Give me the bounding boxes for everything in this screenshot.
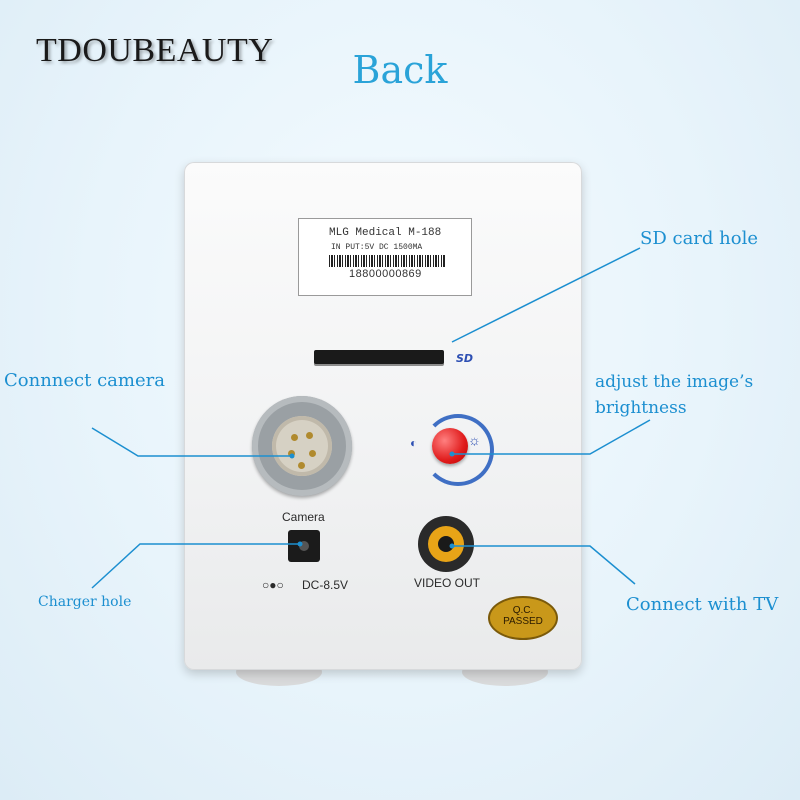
sticker-model: MLG Medical M-188 [329,227,442,239]
sd-logo: SD [456,352,474,365]
callout-dot-brightness [449,451,455,457]
callout-dot-tv [449,543,455,549]
dc-label: DC-8.5V [302,578,349,592]
connector-pin [306,432,313,439]
video-out-port-center [438,536,454,552]
moon-icon: ◐ [410,436,418,450]
callout-line-sd [451,247,641,343]
dc-polarity-icon: ○●○ [262,578,284,592]
label-brightness-line2: brightness [595,398,687,418]
callout-line-camera [91,427,292,457]
sun-icon: ☼ [468,432,481,448]
dc-power-jack[interactable] [288,530,320,562]
label-brightness-line1: adjust the image’s [595,372,754,392]
connector-pin [288,450,295,457]
brightness-dial-ring [422,414,494,486]
label-connect-camera: Connnect camera [4,370,165,391]
qc-passed-sticker: Q.C. PASSED [488,596,558,640]
qc-line1: Q.C. [512,605,534,616]
qc-line2: PASSED [503,616,543,627]
video-out-label: VIDEO OUT [414,576,481,590]
callout-dot-camera [289,453,295,459]
brightness-knob[interactable] [432,428,468,464]
sticker-serial: 18800000869 [349,268,422,280]
connector-pin [291,434,298,441]
label-sd-card-hole: SD card hole [640,228,758,249]
camera-port-label: Camera [282,510,325,524]
product-sticker: MLG Medical M-188 IN PUT:5V DC 1500MA 18… [298,218,472,296]
callout-dot-charger [297,541,303,547]
barcode [329,255,445,267]
sd-card-slot[interactable] [314,350,444,364]
callout-line-charger [91,543,300,589]
connector-pin [298,462,305,469]
callout-line-brightness [452,419,651,455]
label-charger-hole: Charger hole [38,594,132,610]
brand-watermark: TDOUBEAUTY [36,32,274,69]
label-connect-tv: Connect with TV [626,594,779,615]
page-title: Back [352,48,448,92]
sticker-input: IN PUT:5V DC 1500MA [331,243,423,252]
connector-pin [309,450,316,457]
callout-line-tv [452,545,636,585]
